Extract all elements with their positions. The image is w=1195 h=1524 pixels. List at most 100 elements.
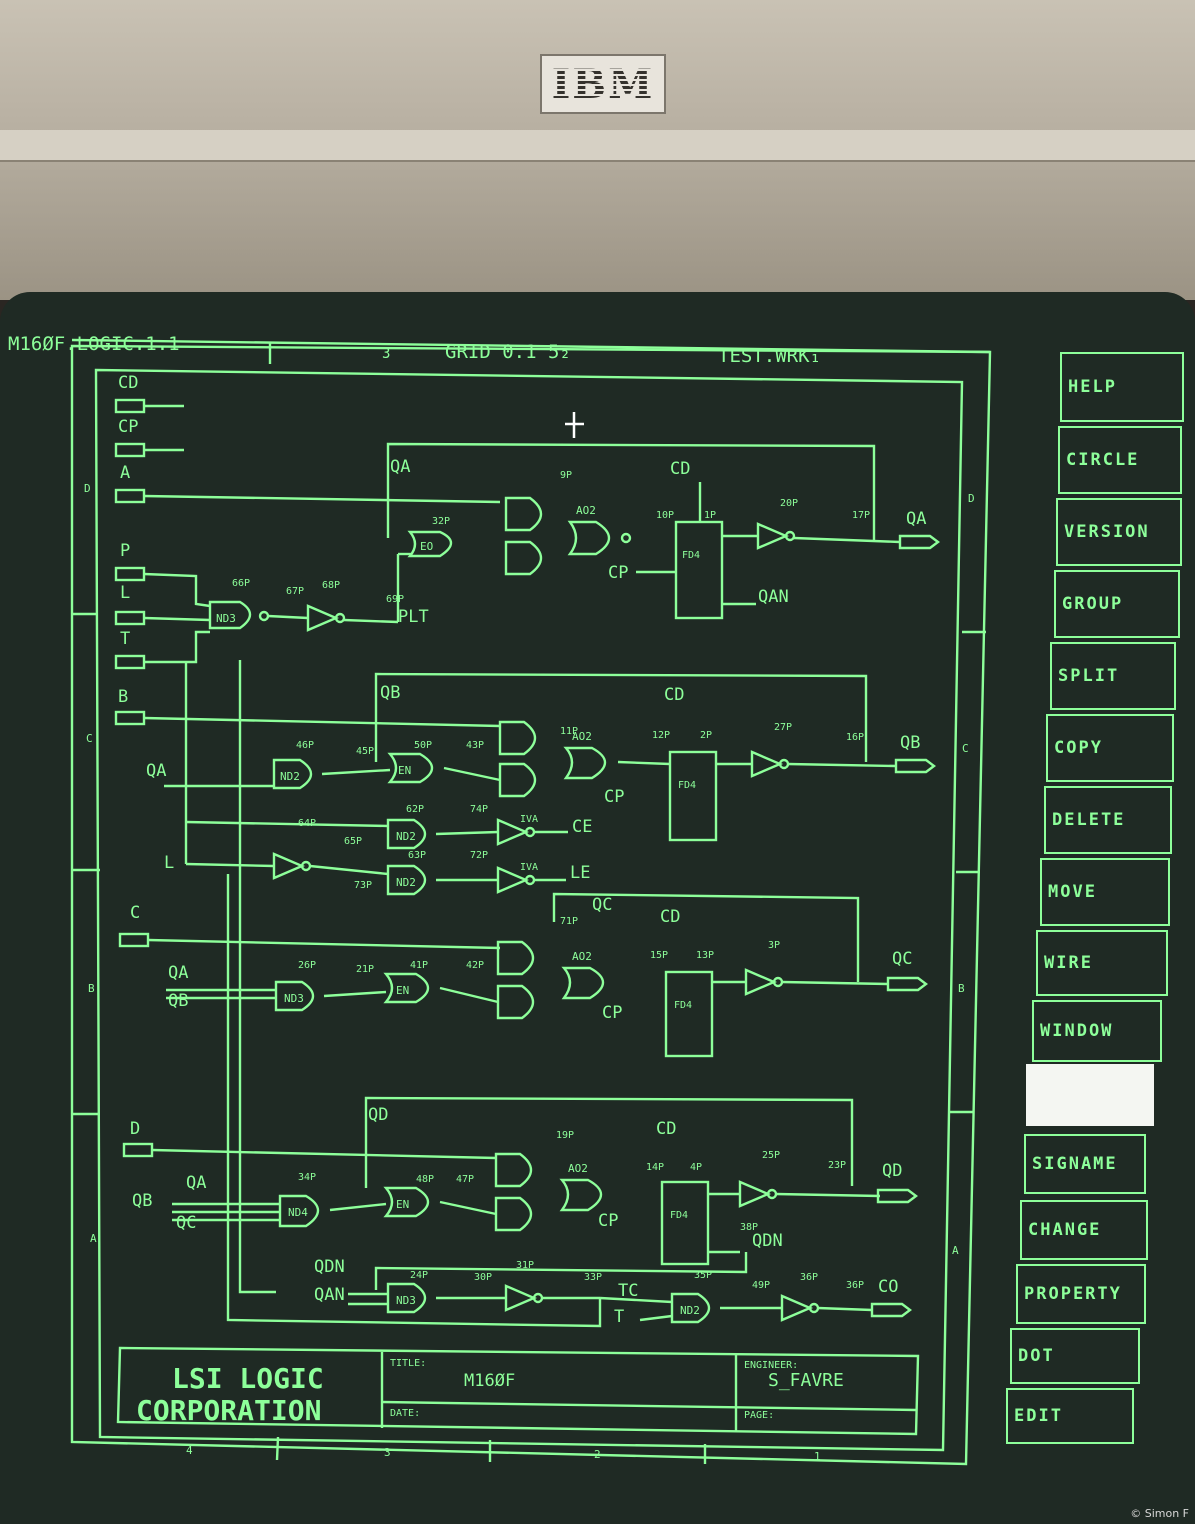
zone-b: B — [88, 982, 95, 995]
svg-text:QB: QB — [380, 683, 400, 703]
svg-text:QDN: QDN — [752, 1231, 783, 1251]
svg-text:65P: 65P — [344, 836, 362, 847]
brand-badge: IBM — [540, 54, 666, 114]
svg-text:36P: 36P — [846, 1280, 864, 1291]
svg-text:QAN: QAN — [314, 1285, 345, 1305]
svg-text:LE: LE — [570, 863, 590, 883]
zone-2: 2 — [594, 1448, 601, 1461]
menu-window-button[interactable]: WINDOW — [1032, 1000, 1162, 1062]
svg-text:10P: 10P — [656, 510, 674, 521]
svg-text:48P: 48P — [416, 1174, 434, 1185]
svg-text:45P: 45P — [356, 746, 374, 757]
svg-text:CD: CD — [656, 1119, 676, 1139]
pin-a-label: A — [120, 463, 130, 483]
menu-split-button[interactable]: SPLIT — [1050, 642, 1176, 710]
svg-text:EN: EN — [398, 764, 411, 777]
svg-text:QA: QA — [146, 761, 166, 781]
zone-4: 4 — [186, 1444, 193, 1457]
svg-text:QC: QC — [592, 895, 612, 915]
nd3-gate-c — [274, 980, 315, 1012]
date-label: DATE: — [390, 1408, 420, 1419]
title-label: TITLE: — [390, 1358, 426, 1369]
nd2-gate-b — [272, 758, 313, 790]
menu-copy-button[interactable]: COPY — [1046, 714, 1174, 782]
menu-delete-button[interactable]: DELETE — [1044, 786, 1172, 854]
engineer-value: S_FAVRE — [768, 1370, 844, 1391]
svg-text:FD4: FD4 — [674, 1000, 692, 1011]
svg-text:66P: 66P — [232, 578, 250, 589]
svg-text:PLT: PLT — [398, 607, 429, 627]
menu-group-button[interactable]: GROUP — [1054, 570, 1180, 638]
nd3-gate-plt — [208, 600, 252, 630]
menu-change-button[interactable]: CHANGE — [1020, 1200, 1148, 1260]
menu-circle-button[interactable]: CIRCLE — [1058, 426, 1182, 494]
svg-text:71P: 71P — [560, 916, 578, 927]
pin-b-label: B — [118, 687, 128, 707]
svg-text:30P: 30P — [474, 1272, 492, 1283]
svg-text:15P: 15P — [650, 950, 668, 961]
bezel-trim — [0, 130, 1195, 162]
svg-text:38P: 38P — [740, 1222, 758, 1233]
svg-text:L: L — [164, 853, 174, 873]
svg-text:14P: 14P — [646, 1162, 664, 1173]
net-qa: QA — [390, 457, 410, 477]
zone-a: A — [90, 1232, 97, 1245]
svg-text:16P: 16P — [846, 732, 864, 743]
svg-text:74P: 74P — [470, 804, 488, 815]
svg-text:QB: QB — [900, 733, 920, 753]
menu-help-button[interactable]: HELP — [1060, 352, 1184, 422]
svg-text:QAN: QAN — [758, 587, 789, 607]
fd4-flipflop-d — [660, 1180, 710, 1266]
svg-text:13P: 13P — [696, 950, 714, 961]
svg-text:QC: QC — [176, 1213, 196, 1233]
svg-text:CP: CP — [598, 1211, 618, 1231]
nd4-gate-d — [278, 1194, 320, 1228]
en-gate-d — [383, 1186, 430, 1218]
svg-text:QB: QB — [132, 1191, 152, 1211]
svg-text:CP: CP — [602, 1003, 622, 1023]
zone-d-right: D — [968, 492, 975, 505]
svg-text:47P: 47P — [456, 1174, 474, 1185]
svg-text:68P: 68P — [322, 580, 340, 591]
svg-text:ND3: ND3 — [216, 612, 236, 625]
svg-text:49P: 49P — [752, 1280, 770, 1291]
pin-c-label: C — [130, 903, 140, 923]
pin-p-label: P — [120, 541, 130, 561]
svg-text:31P: 31P — [516, 1260, 534, 1271]
schematic-canvas[interactable]: M16ØF.LOGIC.1.1 3 GRID 0.1 5₂ TEST.WRK₁ … — [0, 292, 1195, 1524]
company-name-line2: CORPORATION — [136, 1394, 321, 1427]
fd4-flipflop-a — [674, 520, 724, 620]
zone-1: 1 — [814, 1450, 821, 1463]
svg-text:46P: 46P — [296, 740, 314, 751]
svg-text:QB: QB — [168, 991, 188, 1011]
menu-signame-button[interactable]: SIGNAME — [1024, 1134, 1146, 1194]
title-block: LSI LOGIC CORPORATION TITLE: M16ØF ENGIN… — [116, 1346, 920, 1436]
svg-text:CO: CO — [878, 1277, 898, 1297]
ao2-gate-d — [559, 1178, 603, 1212]
svg-text:3P: 3P — [768, 940, 780, 951]
fd4-flipflop-c — [664, 970, 714, 1058]
company-name-line1: LSI LOGIC — [172, 1362, 324, 1395]
menu-version-button[interactable]: VERSION — [1056, 498, 1182, 566]
svg-text:EN: EN — [396, 1198, 409, 1211]
menu-property-button[interactable]: PROPERTY — [1016, 1264, 1146, 1324]
svg-text:IVA: IVA — [520, 814, 538, 825]
svg-text:QA: QA — [906, 509, 926, 529]
title-value: M16ØF — [464, 1371, 515, 1391]
ao2-gate-c — [561, 966, 605, 1000]
svg-text:AO2: AO2 — [572, 730, 592, 743]
svg-text:T: T — [614, 1307, 624, 1327]
menu-move-button[interactable]: MOVE — [1040, 858, 1170, 926]
crosshair-cursor-icon — [565, 412, 584, 438]
svg-text:23P: 23P — [828, 1160, 846, 1171]
menu-dot-button[interactable]: DOT — [1010, 1328, 1140, 1384]
pin-cd-label: CD — [118, 373, 138, 393]
zone-d: D — [84, 482, 91, 495]
status-file: M16ØF.LOGIC.1.1 — [8, 333, 180, 355]
fd4-flipflop-b — [668, 750, 718, 842]
menu-selected-blank-button[interactable] — [1026, 1064, 1154, 1126]
brand-logo: IBM — [551, 60, 655, 108]
menu-edit-button[interactable]: EDIT — [1006, 1388, 1134, 1444]
menu-wire-button[interactable]: WIRE — [1036, 930, 1168, 996]
svg-text:AO2: AO2 — [568, 1162, 588, 1175]
